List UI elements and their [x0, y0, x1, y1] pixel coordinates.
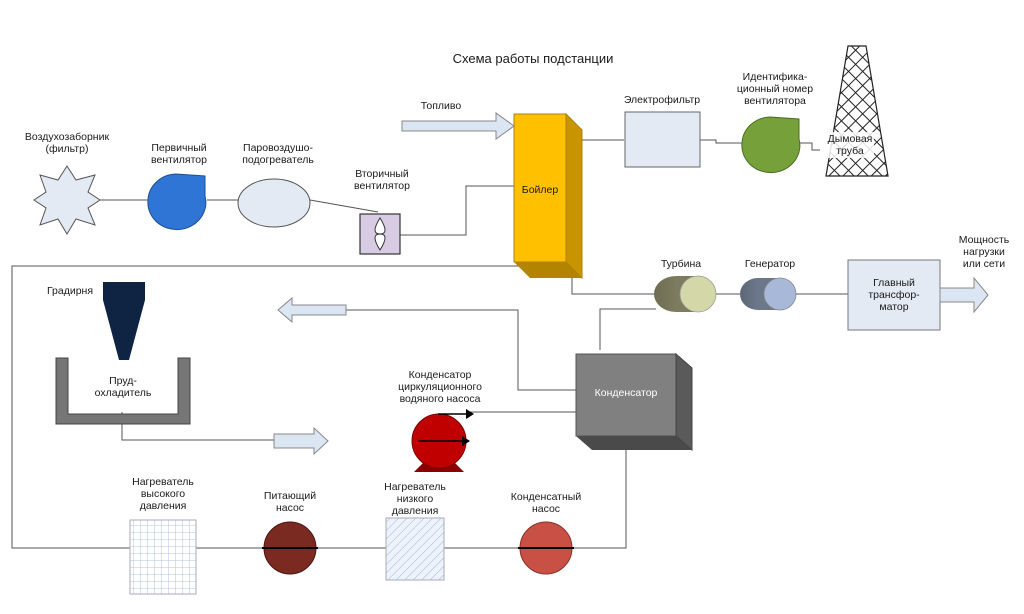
fan-id-label: Идентифика- ционный номер вентилятора — [736, 71, 814, 107]
primary-fan-icon — [147, 173, 207, 231]
condenser-icon — [575, 352, 693, 452]
boiler-label: Бойлер — [521, 184, 559, 196]
lp-heater-icon — [385, 517, 445, 581]
supply-flow-arrow-icon — [273, 426, 329, 456]
return-flow-arrow-icon — [277, 296, 347, 324]
primary-fan-label: Первичный вентилятор — [151, 142, 207, 166]
cooling-pond-icon — [55, 357, 191, 425]
air-intake-filter-icon — [33, 165, 101, 235]
cooling-tower-icon — [103, 282, 145, 360]
condensate-pump-label: Конденсатный насос — [510, 491, 582, 515]
main-transformer-label: Главный трансфор- матор — [868, 277, 920, 313]
condensate-pump-icon — [518, 521, 574, 575]
id-fan-icon — [741, 116, 801, 174]
output-power-arrow-icon — [939, 276, 989, 314]
secondary-fan-icon — [359, 213, 401, 255]
feed-pump-icon — [262, 521, 318, 575]
air-preheater-label: Паровоздушо- подогреватель — [242, 142, 314, 166]
chimney-label-bg — [828, 132, 874, 158]
generator-label: Генератор — [744, 258, 796, 270]
hp-heater-label: Нагреватель высокого давления — [132, 476, 194, 512]
condenser-label: Конденсатор — [594, 387, 658, 399]
turbine-label: Турбина — [660, 258, 702, 270]
cooling-tower-label: Градирня — [46, 285, 94, 297]
circulation-pump-icon — [411, 409, 474, 472]
turbine-icon — [654, 275, 717, 313]
pipe-lines — [11, 139, 848, 549]
generator-icon — [740, 277, 797, 311]
page-title: Схема работы подстанции — [452, 51, 614, 66]
electrofilter-icon — [624, 111, 701, 168]
main-transformer-icon — [847, 259, 941, 331]
hp-heater-icon — [129, 519, 197, 595]
feed-pump-label: Питающий насос — [263, 490, 317, 514]
lp-heater-label: Нагреватель низкого давления — [384, 481, 446, 517]
fuel-label: Топливо — [420, 100, 462, 112]
output-power-label: Мощность нагрузки или сети — [958, 234, 1010, 270]
fuel-arrow-icon — [401, 112, 515, 140]
electrofilter-label: Электрофильтр — [623, 94, 701, 106]
cooling-pond-label: Пруд- охладитель — [94, 375, 152, 399]
air-preheater-icon — [237, 178, 311, 228]
air-intake-label: Воздухозаборник (фильтр) — [24, 131, 110, 155]
secondary-fan-label: Вторичный вентилятор — [354, 168, 410, 192]
circulation-pump-label: Конденсатор циркуляционного водяного нас… — [398, 369, 482, 405]
chimney-label: Дымовая труба — [827, 133, 873, 157]
boiler-icon — [513, 112, 583, 280]
